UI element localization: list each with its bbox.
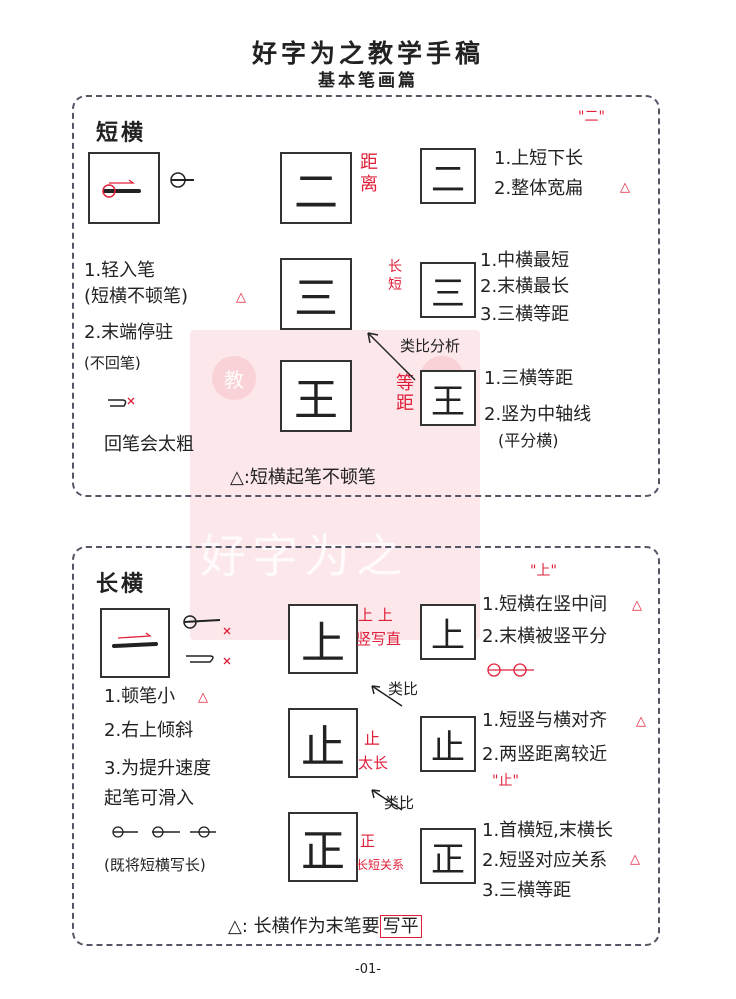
page-subtitle: 基本笔画篇: [318, 71, 418, 91]
technique-note: 2.右上倾斜: [104, 720, 194, 741]
red-note: 上 上: [358, 606, 393, 624]
model-char: 二: [431, 159, 465, 200]
technique-note: (不回笔): [84, 354, 141, 372]
technique-note: (短横不顿笔): [84, 286, 189, 307]
model-box-zheng: 正: [420, 828, 476, 884]
red-note: 止: [364, 729, 381, 748]
example-char: 王: [294, 375, 338, 426]
note: 1.短横在竖中间: [482, 594, 608, 615]
section-footer: △:短横起笔不顿笔: [230, 467, 376, 488]
red-note: 距离: [360, 152, 378, 195]
short-horizontal-stroke-icon: [102, 179, 141, 198]
compare-label: 类比: [384, 794, 415, 812]
section-short-horizontal: [72, 95, 660, 497]
watermark-text: 好字为之: [200, 529, 408, 583]
compare-arrow-icon: [367, 332, 416, 381]
note: 2.竖为中轴线: [484, 404, 592, 425]
model-box-shang: 上: [420, 604, 476, 660]
model-char: 上: [431, 615, 465, 656]
triangle-mark-icon: △: [236, 290, 246, 305]
stroke-demo-box: [88, 152, 160, 224]
technique-note: 3.为提升速度: [104, 758, 212, 779]
teaching-box-wang: 王: [280, 360, 352, 432]
note: 2.两竖距离较近: [482, 744, 608, 765]
page-title: 好字为之教学手稿: [251, 39, 484, 68]
note: 2.末横最长: [480, 276, 570, 297]
technique-note: 起笔可滑入: [104, 788, 194, 809]
model-char: 正: [431, 839, 465, 880]
teaching-box-er: 二: [280, 152, 352, 224]
note: 1.中横最短: [480, 250, 570, 271]
section-footer: △: 长横作为末笔要写平: [228, 914, 422, 940]
technique-note: 回笔会太粗: [104, 434, 194, 455]
note: 1.短竖与横对齐: [482, 710, 608, 731]
watermark-circle-left: 教: [212, 356, 256, 400]
stroke-demo-box: [100, 608, 170, 678]
note: 1.三横等距: [484, 368, 574, 389]
model-char: 王: [431, 381, 465, 422]
compare-label: 类比: [388, 680, 419, 698]
note: (平分横): [498, 431, 559, 450]
section-long-horizontal: [72, 546, 660, 946]
teaching-box-zhi: 止: [288, 708, 358, 778]
footer-emphasis: 写平: [379, 915, 422, 938]
red-note: 太长: [358, 754, 389, 772]
section-title: 长横: [96, 572, 147, 597]
mid-mark: "止": [492, 773, 519, 789]
note: 3.三横等距: [480, 304, 570, 325]
example-char: 二: [294, 167, 338, 218]
split-stroke-icon: [487, 663, 534, 677]
teaching-box-san: 三: [280, 258, 352, 330]
page-number: -01-: [355, 962, 381, 977]
section-title: 短横: [96, 121, 147, 146]
technique-note: 1.轻入笔: [84, 260, 156, 281]
stroke-variants-icon: [183, 615, 231, 665]
red-note: 竖写直: [356, 630, 402, 648]
example-char: 三: [294, 273, 338, 324]
note: 2.短竖对应关系: [482, 850, 608, 871]
note: 2.末横被竖平分: [482, 626, 608, 647]
example-char: 正: [301, 826, 345, 877]
red-note: 长短: [388, 259, 402, 293]
note: 3.三横等距: [482, 880, 572, 901]
triangle-mark-icon: △: [632, 598, 642, 613]
model-char: 三: [431, 273, 465, 314]
triangle-mark-icon: △: [198, 690, 208, 705]
example-char: 上: [301, 618, 345, 669]
teaching-box-shang: 上: [288, 604, 358, 674]
technique-note: (既将短横写长): [104, 856, 206, 874]
note: 1.首横短,末横长: [482, 820, 613, 841]
sliding-stroke-icon: [112, 826, 216, 838]
model-box-wang: 王: [420, 370, 476, 426]
technique-note: 2.末端停驻: [84, 322, 174, 343]
teaching-box-zheng: 正: [288, 812, 358, 882]
red-note: 正: [360, 832, 376, 850]
long-horizontal-stroke-icon: [112, 632, 158, 648]
example-char: 止: [301, 722, 345, 773]
model-box-er: 二: [420, 148, 476, 204]
triangle-mark-icon: △: [636, 714, 646, 729]
triangle-mark-icon: △: [620, 180, 630, 195]
hook-back-stroke-icon: [108, 397, 135, 407]
compare-arrow-icon: [371, 789, 403, 811]
model-box-san: 三: [420, 262, 476, 318]
red-note: 等距: [396, 373, 414, 414]
note: 2.整体宽扁: [494, 178, 584, 199]
compare-arrow-icon: [371, 685, 403, 707]
stroke-start-icon: [170, 172, 194, 188]
technique-note: 1.顿笔小: [104, 686, 176, 707]
compare-label: 类比分析: [400, 337, 461, 355]
red-note: 长短关系: [356, 858, 405, 872]
footer-text: △: 长横作为末笔要: [228, 916, 380, 937]
triangle-mark-icon: △: [630, 852, 640, 867]
model-char: 止: [431, 727, 465, 768]
top-mark: "二": [578, 109, 605, 125]
model-box-zhi: 止: [420, 716, 476, 772]
top-mark: "上": [530, 563, 557, 579]
note: 1.上短下长: [494, 148, 584, 169]
